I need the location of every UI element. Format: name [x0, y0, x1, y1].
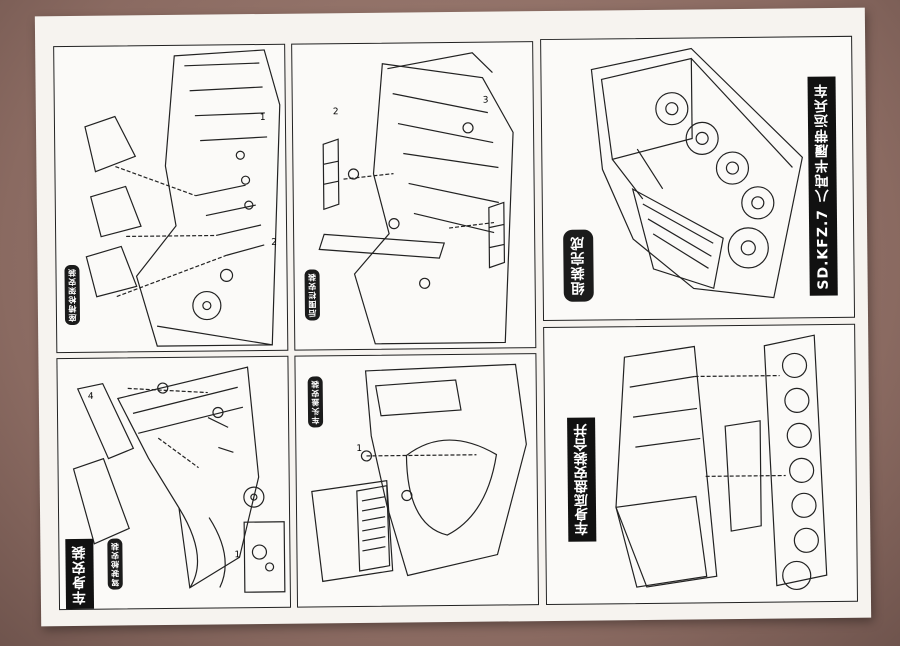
- panel-body-chassis-merge: 车身底盘安装合并: [543, 323, 859, 606]
- hood-drawing: 1: [311, 363, 527, 583]
- model-title: SD.KFZ.7 八吨半履带运兵车: [807, 76, 838, 296]
- seat-gun-rack-drawing: 12: [84, 49, 281, 347]
- panel-label-assembly-complete: 组装完成: [563, 229, 594, 302]
- section-title: 车身安装: [65, 538, 95, 611]
- step-number: 1: [356, 444, 362, 454]
- panel-label-cab: 驾驶舱安装: [107, 538, 123, 590]
- panel-hood: 1 车头盖安装: [294, 353, 540, 608]
- panel-label-rear-railing: 后围栏安装: [304, 269, 321, 321]
- body-chassis-drawing: [615, 334, 828, 591]
- step-number: 2: [333, 107, 339, 117]
- step-number: 4: [88, 392, 94, 402]
- panel-assembly-complete: 组装完成 SD.KFZ.7 八吨半履带运兵车: [540, 35, 856, 322]
- panel-label-seat-gun-rack: 座椅枪架安装: [64, 264, 81, 326]
- cab-drawing: 41: [72, 366, 286, 593]
- panel-label-hood: 车头盖安装: [307, 376, 324, 428]
- step-number: 3: [483, 96, 489, 106]
- step-number: 1: [234, 550, 240, 560]
- rear-railing-drawing: 23: [318, 52, 514, 345]
- assembled-vehicle-drawing: [590, 47, 804, 299]
- step-number: 1: [260, 113, 266, 123]
- panel-label-body-chassis-merge: 车身底盘安装合并: [567, 417, 597, 542]
- step-number: 2: [271, 238, 277, 248]
